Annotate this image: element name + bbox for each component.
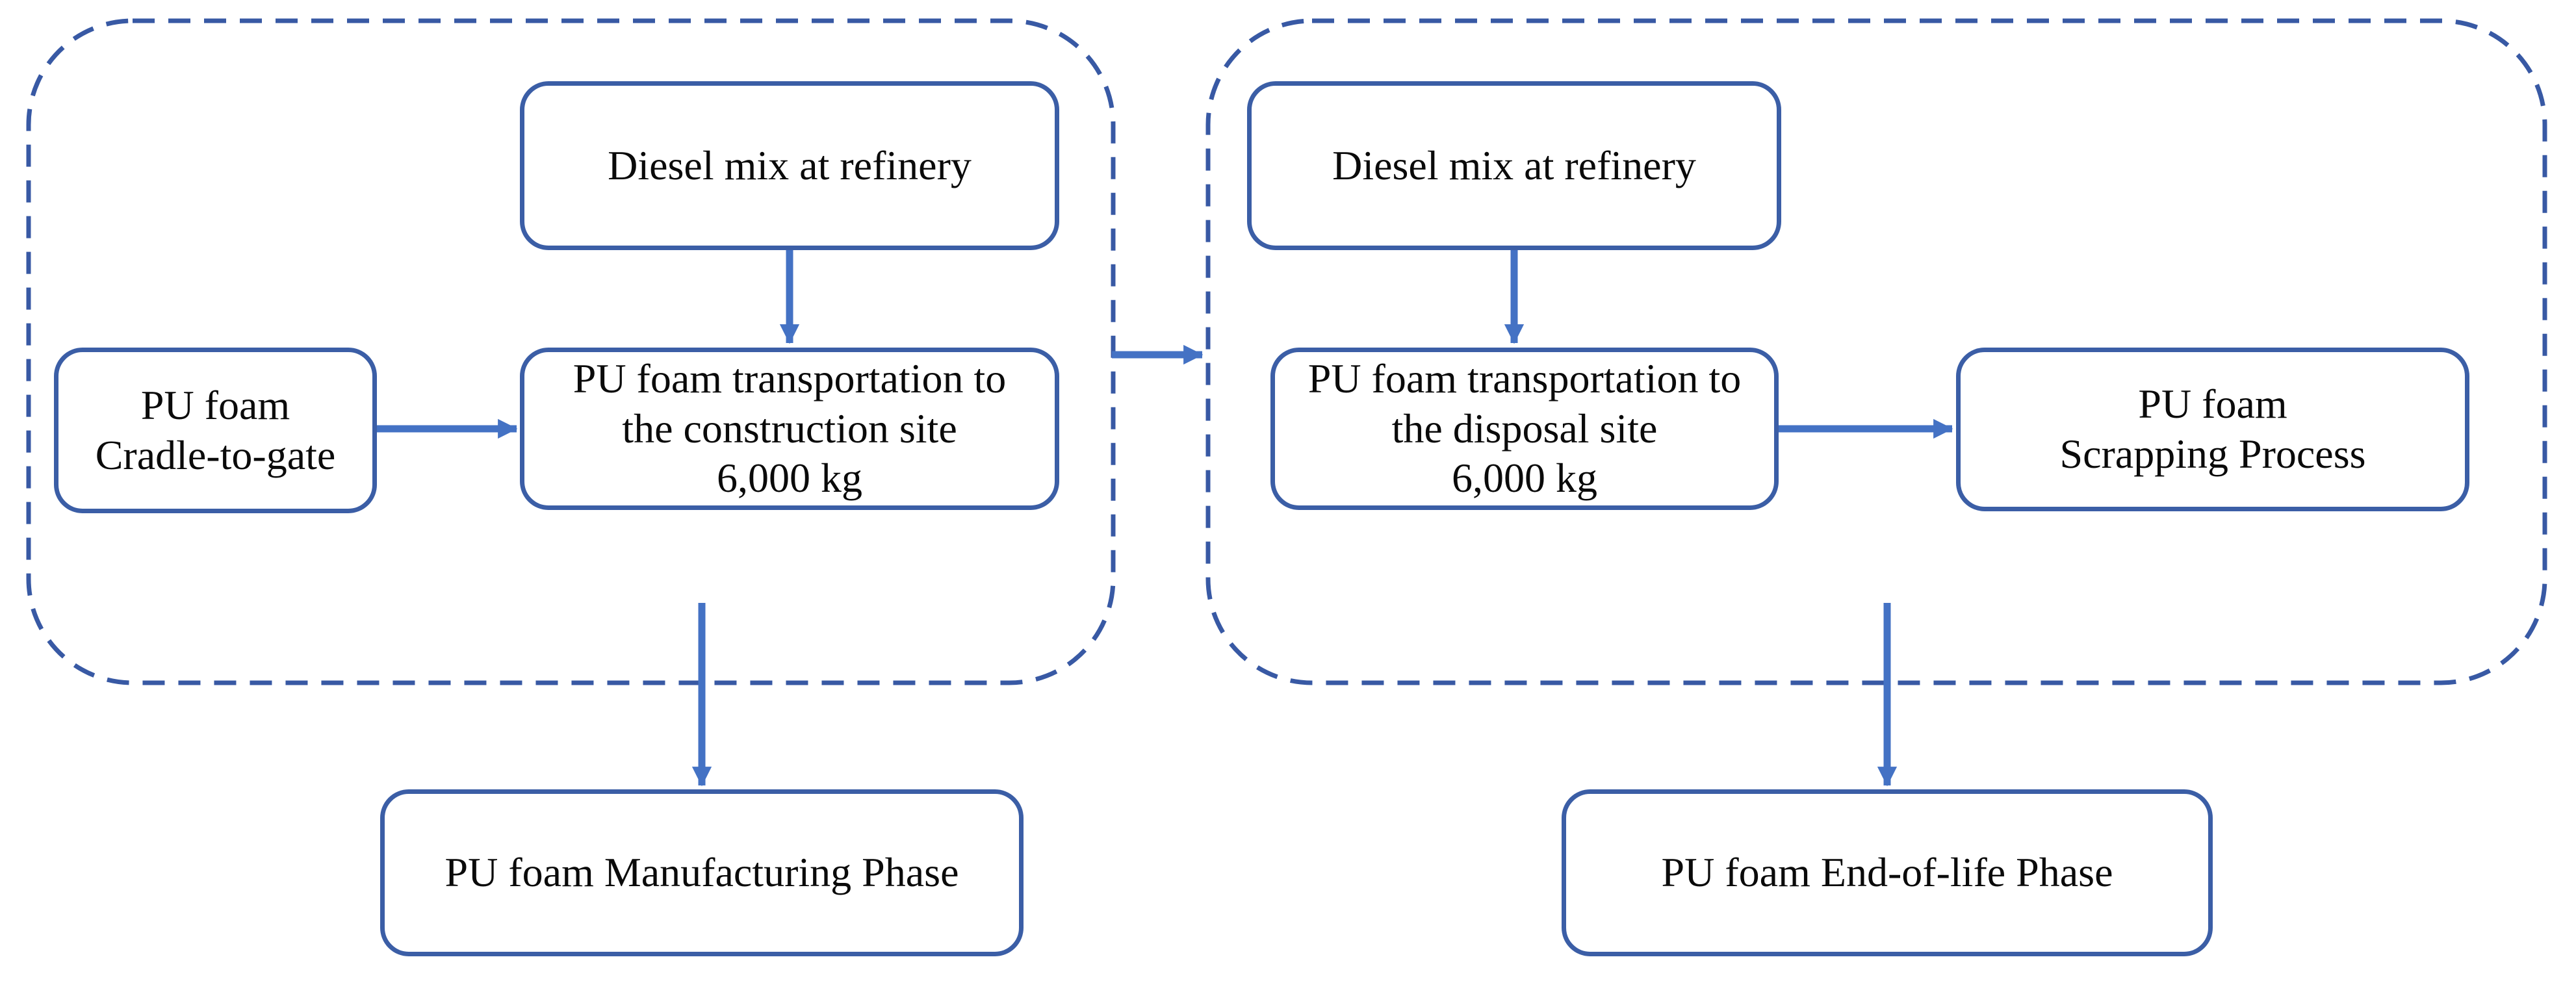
- node-end-of-life-phase: PU foam End-of-life Phase: [1562, 789, 2213, 956]
- node-label-line: Diesel mix at refinery: [608, 142, 972, 188]
- node-label-line: PU foam transportation to: [1307, 355, 1742, 401]
- node-label-line: 6,000 kg: [717, 455, 862, 502]
- node-label-line: Scrapping Process: [2059, 431, 2366, 477]
- node-label-line: Diesel mix at refinery: [1332, 142, 1696, 188]
- node-pu-foam-scrapping-process: PU foam Scrapping Process: [1956, 348, 2469, 511]
- node-label-line: Cradle-to-gate: [95, 431, 336, 478]
- node-transport-to-disposal-site: PU foam transportation to the disposal s…: [1270, 348, 1779, 510]
- node-diesel-mix-refinery-right: Diesel mix at refinery: [1247, 81, 1781, 250]
- node-manufacturing-phase: PU foam Manufacturing Phase: [380, 789, 1024, 956]
- node-label-line: PU foam transportation to: [573, 355, 1007, 401]
- node-diesel-mix-refinery-left: Diesel mix at refinery: [520, 81, 1059, 250]
- node-label-line: PU foam: [2138, 381, 2287, 427]
- node-pu-foam-cradle-to-gate: PU foam Cradle-to-gate: [54, 348, 377, 513]
- node-label-line: 6,000 kg: [1452, 455, 1597, 502]
- node-label-line: PU foam End-of-life Phase: [1661, 849, 2113, 896]
- node-transport-to-construction-site: PU foam transportation to the constructi…: [520, 348, 1059, 510]
- end-of-life-phase-boundary: [1205, 18, 2547, 685]
- node-label-line: the construction site: [622, 405, 957, 452]
- node-label-line: PU foam Manufacturing Phase: [444, 849, 959, 896]
- node-label-line: the disposal site: [1391, 405, 1658, 452]
- node-label-line: PU foam: [140, 381, 290, 428]
